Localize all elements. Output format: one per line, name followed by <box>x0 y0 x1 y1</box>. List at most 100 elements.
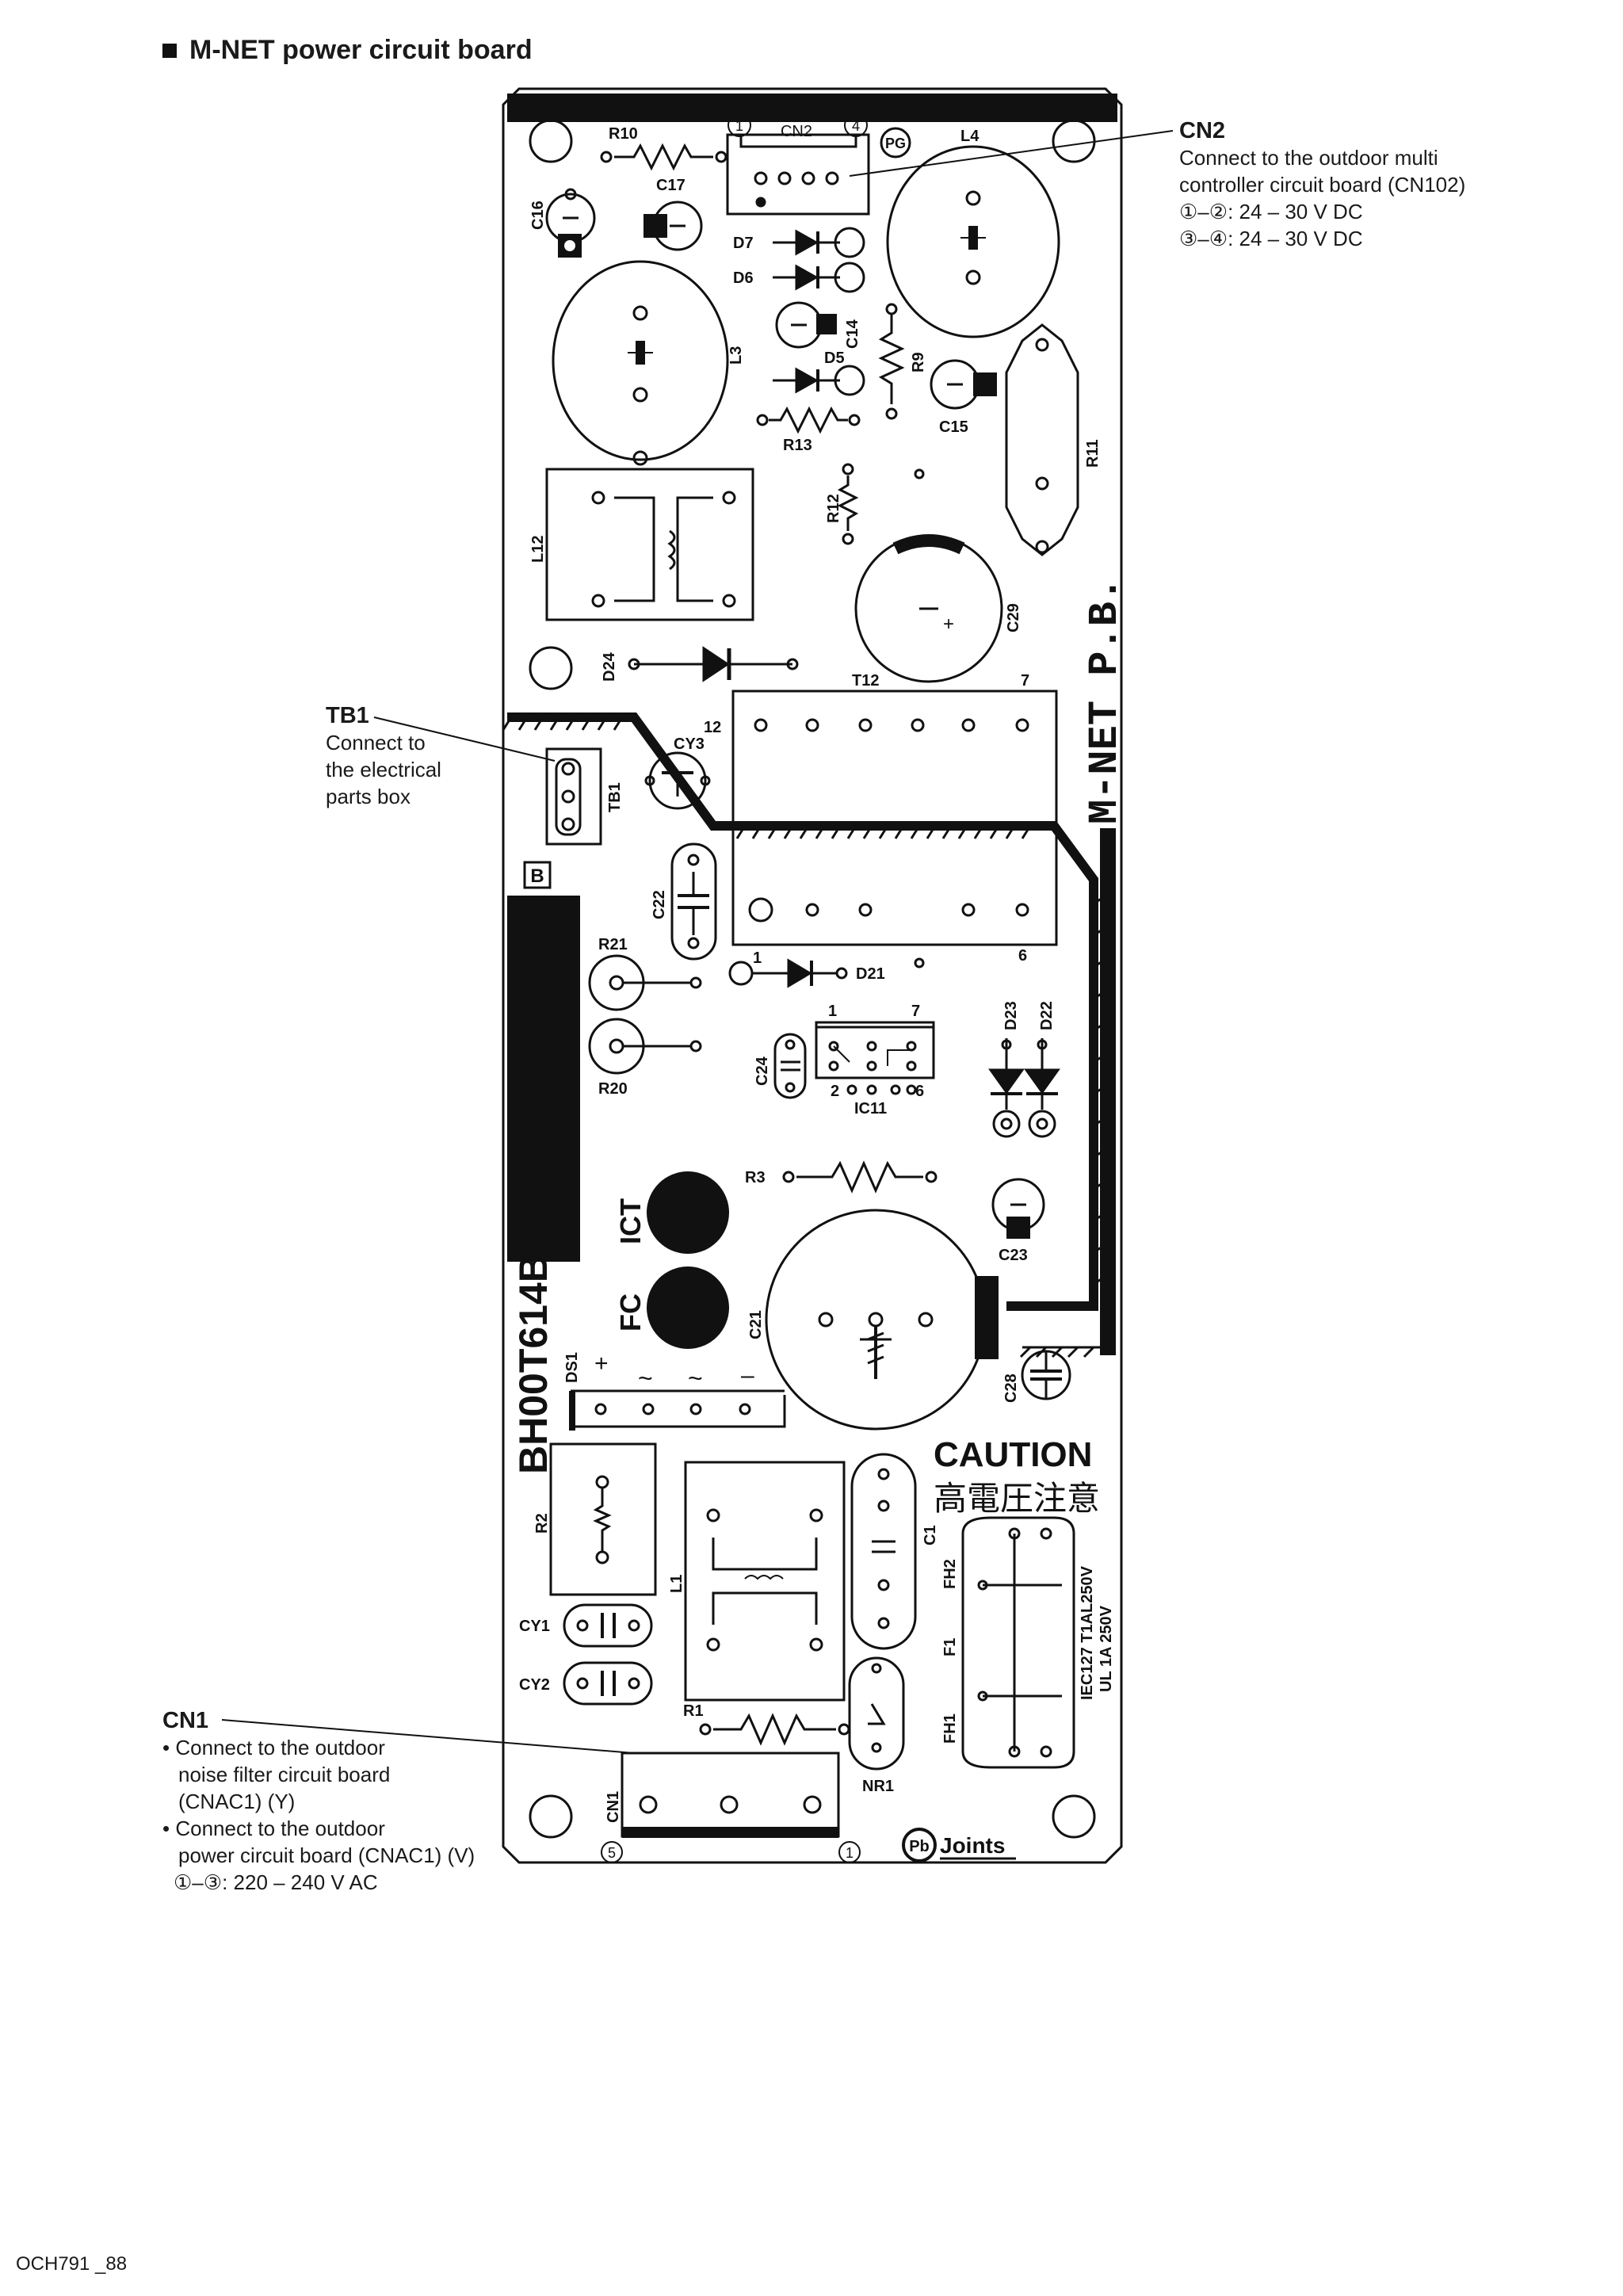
cn1-callout-line: (CNAC1) (Y) <box>178 1790 296 1813</box>
pg-mark: PG <box>885 136 906 151</box>
cn2-label: CN2 <box>781 123 812 140</box>
cn2-pin4-label: 4 <box>852 118 860 134</box>
d22-label: D22 <box>1038 1001 1056 1030</box>
c29-capacitor: + C29 <box>854 534 1022 683</box>
cn2-callout-line: Connect to the outdoor multi <box>1179 146 1438 170</box>
l1-label: L1 <box>668 1575 685 1593</box>
mounting-hole <box>1052 1794 1096 1839</box>
nr1-varistor: NR1 <box>848 1656 905 1795</box>
tb1-callout-line: the electrical <box>326 758 441 781</box>
r21-resistor: R21 <box>588 936 702 1011</box>
d21-diode: D21 <box>728 957 925 988</box>
t12-transformer: T12 7 12 1 6 <box>704 672 1058 967</box>
r9-label: R9 <box>910 352 927 372</box>
cn1-callout-heading: CN1 <box>162 1708 209 1733</box>
r12-resistor: R12 <box>825 463 925 545</box>
cn2-callout: CN2 Connect to the outdoor multi control… <box>1179 117 1465 252</box>
mounting-holes <box>529 119 1096 1839</box>
ds1-ac-label: ~ <box>638 1364 653 1392</box>
cy3-capacitor: CY3 <box>644 735 711 810</box>
cn1-callout-line: power circuit board (CNAC1) (V) <box>178 1843 475 1867</box>
nr1-label: NR1 <box>862 1778 894 1795</box>
d23-diode: D23 <box>988 1001 1025 1138</box>
cn1-callout-line: • Connect to the outdoor <box>162 1736 385 1759</box>
d24-diode: D24 <box>601 646 799 682</box>
board-outline <box>502 87 1123 1864</box>
c24-label: C24 <box>754 1056 771 1086</box>
t12-pin6-label: 6 <box>1018 947 1027 965</box>
heatsink-pad <box>507 896 580 1262</box>
cy1-label: CY1 <box>519 1618 550 1635</box>
r11-label: R11 <box>1084 439 1102 468</box>
c15-label: C15 <box>939 418 968 436</box>
d6-label: D6 <box>733 269 754 287</box>
d22-diode: D22 <box>1024 1001 1060 1138</box>
ic11-chip: 1 7 2 6 IC11 <box>815 1003 935 1117</box>
ic11-pin6-label: 6 <box>915 1083 924 1100</box>
cy3-label: CY3 <box>674 735 705 753</box>
ict-component: ICT <box>614 1171 729 1254</box>
cn1-label: CN1 <box>605 1791 622 1823</box>
d5-diode: D5 <box>773 350 865 396</box>
ic11-pin1-label: 1 <box>828 1003 837 1020</box>
cn2-pin <box>754 171 768 185</box>
fc-component: FC <box>614 1266 729 1349</box>
cn1-pin1-label: 1 <box>846 1845 854 1861</box>
tb1-callout-line: Connect to <box>326 731 426 755</box>
mounting-hole <box>1052 119 1096 163</box>
cn2-pin <box>777 171 792 185</box>
fuse-rating-ul-label: UL 1A 250V <box>1098 1605 1115 1692</box>
l12-inductor: L12 <box>529 468 754 621</box>
r10-label: R10 <box>609 125 638 143</box>
r11-resistor: R11 <box>1005 323 1102 556</box>
ic11-pin7-label: 7 <box>911 1003 920 1020</box>
cn1-callout-line: • Connect to the outdoor <box>162 1817 385 1840</box>
l1-inductor: L1 <box>668 1461 846 1702</box>
cn2-pin <box>825 171 839 185</box>
t12-pin7-label: 7 <box>1021 672 1029 690</box>
r9-resistor: R9 <box>878 303 927 420</box>
ic11-pin2-label: 2 <box>831 1083 839 1100</box>
page-footer: OCH791 _88 <box>16 2253 128 2275</box>
mounting-hole <box>529 119 573 163</box>
l12-label: L12 <box>529 536 547 563</box>
page-title-text: M-NET power circuit board <box>189 35 533 65</box>
ds1-label: DS1 <box>563 1352 581 1383</box>
d5-label: D5 <box>824 350 845 367</box>
board-name-label: M-NET P.B. <box>1082 577 1128 824</box>
tb1-callout-line: parts box <box>326 785 411 808</box>
d21-label: D21 <box>856 965 885 983</box>
cn1-callout: CN1 • Connect to the outdoor noise filte… <box>162 1707 475 1896</box>
part-number-label: BH00T614B <box>511 1254 556 1474</box>
l3-inductor: L3 <box>552 260 745 466</box>
pb-mark-text: Pb <box>909 1838 930 1855</box>
ds1-ac-label: ~ <box>688 1364 703 1392</box>
mounting-hole <box>529 646 573 690</box>
c21-label: C21 <box>747 1310 765 1339</box>
r3-resistor: R3 <box>745 1160 938 1194</box>
cn2-callout-line: controller circuit board (CN102) <box>1179 173 1466 197</box>
caution-jp-label: 高電圧注意 <box>934 1479 1100 1518</box>
mounting-hole <box>529 1794 573 1839</box>
d23-label: D23 <box>1002 1001 1020 1030</box>
cy2-capacitor: CY2 <box>519 1661 653 1706</box>
c17-capacitor: C17 <box>643 177 703 251</box>
tb1-callout-heading: TB1 <box>326 703 369 728</box>
tb1-leader-line <box>373 716 556 762</box>
r2-resistor: R2 <box>533 1442 657 1596</box>
fuse-rating-label: IEC127 T1AL250V <box>1079 1565 1096 1700</box>
c16-label: C16 <box>529 201 547 230</box>
caution-label: CAUTION <box>934 1435 1092 1474</box>
c17-label: C17 <box>656 177 685 194</box>
fh1-label: FH1 <box>941 1713 959 1744</box>
ds1-plus-label: + <box>594 1350 609 1377</box>
r21-label: R21 <box>598 936 628 953</box>
title-bullet-icon <box>162 43 177 58</box>
c22-capacitor: C22 <box>651 842 717 961</box>
cn1-callout-line: ①–③: 220 – 240 V AC <box>174 1870 378 1894</box>
cn2-pin <box>801 171 815 185</box>
pb-joints-mark: Pb Joints <box>902 1828 1016 1862</box>
r13-resistor: R13 <box>756 406 861 454</box>
cy1-capacitor: CY1 <box>519 1603 653 1648</box>
